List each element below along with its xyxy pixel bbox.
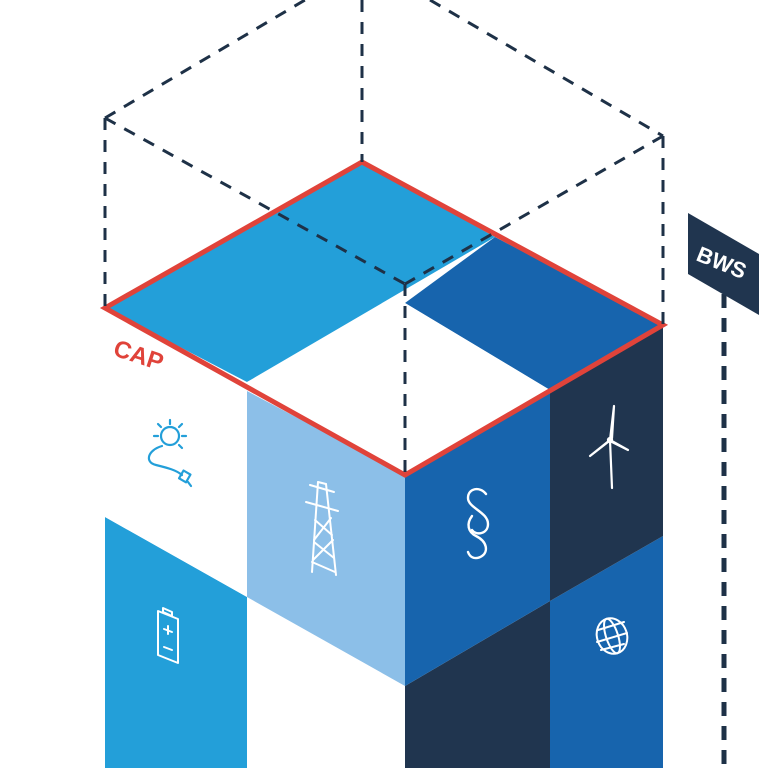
face-battery-tile	[105, 517, 247, 768]
top-right-dark-tile	[405, 237, 663, 390]
paragraph-icon	[466, 487, 490, 560]
bws-flag	[688, 213, 759, 315]
battery-icon	[157, 607, 179, 664]
cap-outline	[99, 159, 669, 478]
face-tower-tile	[247, 391, 405, 686]
top-left-light-tile	[105, 162, 495, 382]
bws-tag: BWS	[688, 213, 759, 768]
sun-plug-icon	[147, 418, 193, 488]
globe-icon	[595, 617, 629, 655]
face-turbine-tile	[550, 325, 663, 601]
wind-turbine-icon	[588, 404, 630, 490]
face-lower-left-white	[247, 597, 405, 768]
face-lower-right-navy	[405, 601, 550, 768]
transmission-tower-icon	[305, 481, 339, 576]
dashed-wireframe	[103, 0, 665, 475]
face-sun-tile	[105, 308, 247, 597]
